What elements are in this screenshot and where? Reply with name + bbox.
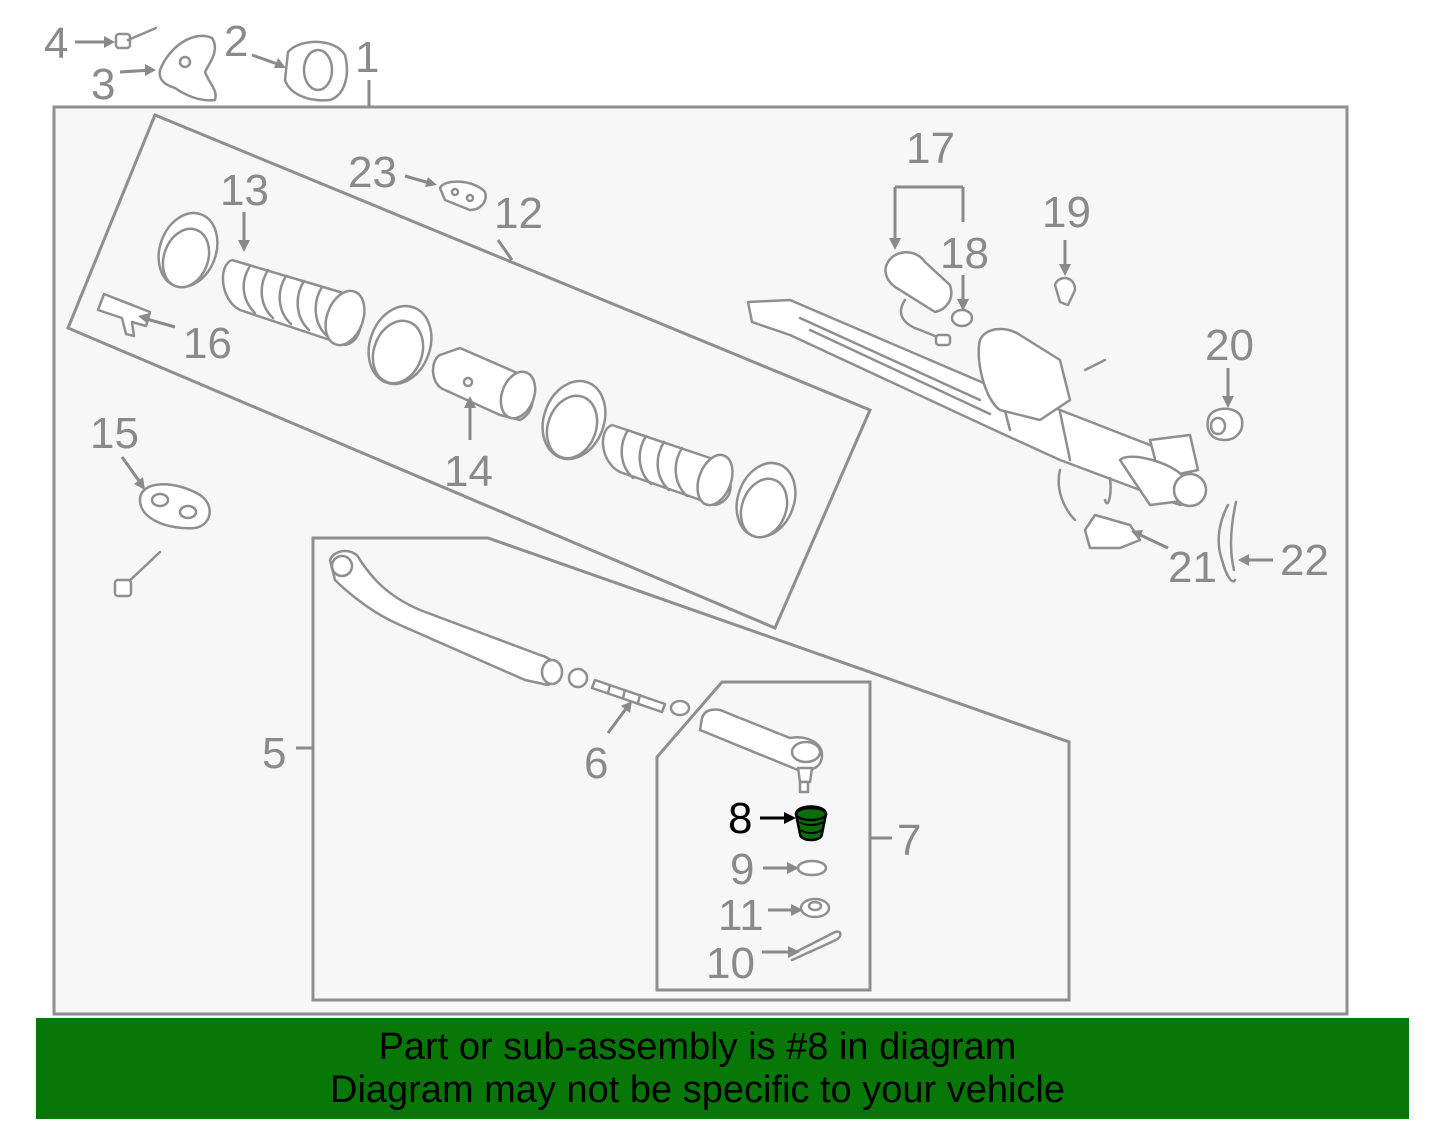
callout-23: 23 — [348, 148, 397, 197]
bolt-icon — [114, 26, 158, 50]
leader-lines — [75, 36, 1273, 958]
tie-rod-icon — [328, 549, 564, 687]
callout-18: 18 — [940, 229, 989, 278]
gasket-icon — [138, 483, 211, 530]
tie-rod-end-frame — [655, 680, 872, 992]
info-banner: Part or sub-assembly is #8 in diagram Di… — [36, 1018, 1409, 1119]
callout-21: 21 — [1168, 543, 1217, 592]
band-clamp-icon — [157, 211, 219, 289]
tie-rod-frame — [311, 536, 1071, 1002]
seal-icon — [1206, 407, 1244, 442]
boot-kit-frame — [66, 113, 872, 630]
plate-icon — [438, 180, 487, 212]
callout-1: 1 — [355, 33, 379, 82]
callout-9: 9 — [730, 845, 754, 894]
callout-7: 7 — [897, 816, 921, 865]
callout-12: 12 — [494, 189, 543, 238]
bellows-boot-icon — [221, 258, 366, 347]
callout-22: 22 — [1280, 536, 1329, 585]
callout-3: 3 — [91, 60, 115, 109]
control-valve-icon — [884, 251, 953, 347]
callout-13: 13 — [220, 166, 269, 215]
o-ring-icon — [669, 699, 691, 717]
callout-6: 6 — [584, 739, 608, 788]
callout-19: 19 — [1042, 188, 1091, 237]
o-ring-icon — [950, 308, 974, 328]
main-assembly-frame — [52, 105, 1349, 1016]
callout-17: 17 — [906, 124, 955, 173]
callout-2: 2 — [224, 17, 248, 66]
tie-rod-lock-icon — [96, 292, 152, 338]
callout-15: 15 — [90, 409, 139, 458]
callout-20: 20 — [1205, 321, 1254, 370]
fitting-icon — [1053, 276, 1077, 307]
tie-rod-shaft-icon — [590, 678, 667, 714]
bolt-icon — [113, 550, 162, 598]
nut-icon — [567, 667, 589, 689]
steering-rack-icon — [746, 298, 1208, 522]
tie-rod-end-icon — [698, 708, 824, 794]
grommet-icon — [283, 40, 349, 102]
castle-nut-icon — [799, 897, 831, 919]
band-clamp-icon — [735, 461, 797, 539]
band-clamp-icon — [367, 304, 433, 386]
callout-4: 4 — [44, 19, 68, 68]
bracket-icon — [158, 34, 217, 102]
callout-11: 11 — [718, 891, 764, 940]
callout-5: 5 — [262, 729, 286, 778]
callout-16: 16 — [183, 319, 232, 368]
sensor-bracket-icon — [1083, 513, 1142, 550]
o-ring-icon — [796, 859, 828, 877]
cotter-pin-icon — [788, 930, 842, 962]
bellows-boot-icon — [601, 423, 734, 507]
callout-10: 10 — [706, 939, 755, 988]
callout-8: 8 — [728, 794, 752, 843]
callout-14: 14 — [444, 447, 493, 496]
rack-end-icon — [431, 346, 537, 422]
wire-icon — [1217, 500, 1238, 583]
banner-line-part: Part or sub-assembly is #8 in diagram — [378, 1026, 1017, 1068]
dust-boot-highlight-icon — [794, 805, 828, 842]
banner-line-disclaimer: Diagram may not be specific to your vehi… — [330, 1069, 1065, 1111]
band-clamp-icon — [541, 379, 607, 461]
